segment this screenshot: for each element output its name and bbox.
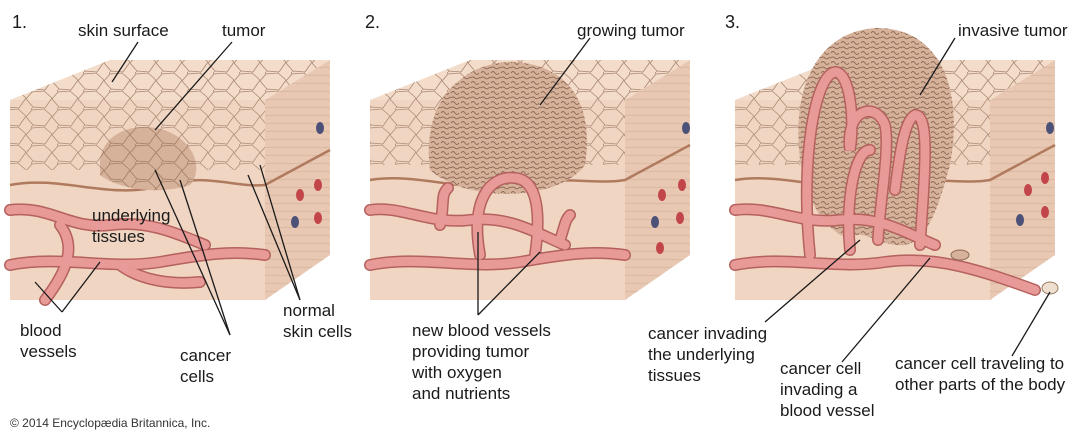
- label-tumor: tumor: [222, 20, 265, 41]
- copyright-notice: © 2014 Encyclopædia Britannica, Inc.: [10, 416, 210, 430]
- label-cancer-cells: cancer cells: [180, 345, 231, 387]
- label-cancer-cell-invading-vessel: cancer cell invading a blood vessel: [780, 358, 875, 421]
- panel-3-skin-block: [735, 28, 1058, 300]
- label-growing-tumor: growing tumor: [577, 20, 685, 41]
- panel-2-skin-block: [370, 60, 690, 300]
- label-normal-skin-cells: normal skin cells: [283, 300, 352, 342]
- label-underlying-tissues: underlying tissues: [92, 205, 170, 247]
- label-cancer-invading-tissues: cancer invading the underlying tissues: [648, 323, 767, 386]
- label-cancer-cell-traveling: cancer cell traveling to other parts of …: [895, 353, 1065, 395]
- panel-3-number: 3.: [725, 12, 740, 32]
- label-invasive-tumor: invasive tumor: [958, 20, 1068, 41]
- panel-2-number: 2.: [365, 12, 380, 32]
- panel-1-skin-block: [10, 60, 330, 300]
- label-new-blood-vessels: new blood vessels providing tumor with o…: [412, 320, 551, 404]
- panel-1-number: 1.: [12, 12, 27, 32]
- label-skin-surface: skin surface: [78, 20, 169, 41]
- label-blood-vessels: blood vessels: [20, 320, 77, 362]
